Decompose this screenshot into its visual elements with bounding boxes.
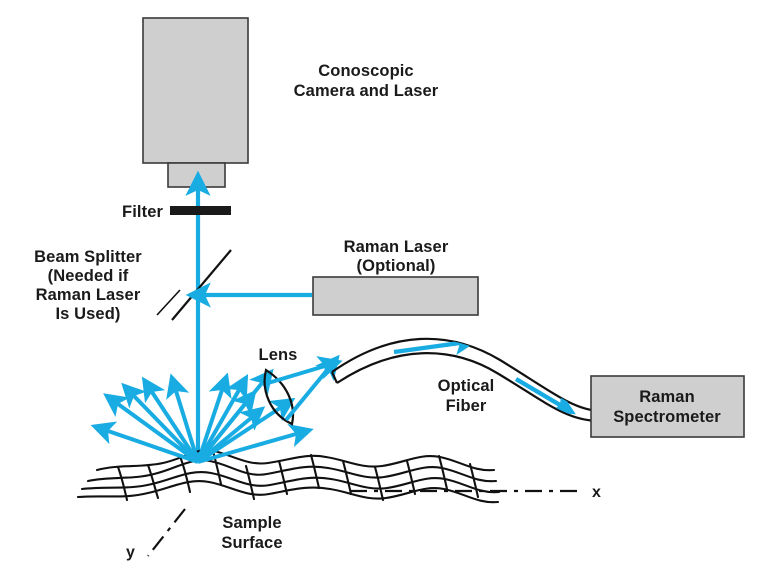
- lens-label: Lens: [259, 346, 298, 364]
- raman-laser-label-2: (Optional): [357, 257, 436, 275]
- scatter-ray: [196, 397, 296, 464]
- scatter-ray: [103, 393, 200, 464]
- filter-label: Filter: [122, 203, 163, 221]
- beam-splitter-label-1: Beam Splitter: [34, 248, 142, 266]
- conoscopic-camera-label-2: Camera and Laser: [294, 82, 439, 100]
- scatter-ray: [90, 421, 199, 464]
- lens-output-beams: [267, 354, 343, 422]
- fiber-ray: [514, 377, 576, 415]
- conoscopic-camera-snout[interactable]: [167, 162, 226, 188]
- beam-splitter-leader: [156, 289, 181, 316]
- fiber-ray: [393, 338, 479, 356]
- beam-splitter-label-4: Is Used): [56, 305, 121, 323]
- filter-bar[interactable]: [170, 206, 231, 215]
- raman-spectrometer-label-1: Raman: [639, 388, 695, 406]
- conoscopic-camera-label: Conoscopic: [318, 62, 413, 80]
- raman-laser-box[interactable]: [312, 276, 479, 316]
- raman-spectrometer-box[interactable]: [590, 375, 745, 438]
- optical-fiber-label-2: Fiber: [446, 397, 487, 415]
- lens-ray: [284, 354, 340, 422]
- scattered-beams: [90, 368, 314, 464]
- raman-laser-label-1: Raman Laser: [344, 238, 449, 256]
- lens[interactable]: [263, 368, 294, 426]
- sample-surface: [76, 449, 501, 504]
- scatter-ray: [166, 373, 200, 463]
- fiber-beams: [393, 338, 576, 415]
- scatter-ray: [196, 368, 274, 464]
- sample-surface-label-2: Surface: [221, 534, 282, 552]
- axis-y-label: y: [126, 544, 135, 561]
- scatter-ray: [197, 424, 314, 464]
- scatter-ray: [121, 382, 200, 464]
- axis-x-label: x: [592, 484, 601, 501]
- optical-fiber-label-1: Optical: [438, 377, 495, 395]
- raman-spectrometer-label-2: Spectrometer: [613, 408, 721, 426]
- conoscopic-camera-group[interactable]: [142, 17, 249, 188]
- beam-splitter-label-3: Raman Laser: [36, 286, 141, 304]
- conoscopic-camera-body[interactable]: [142, 17, 249, 164]
- sample-surface-label-1: Sample: [222, 514, 281, 532]
- beam-splitter-line[interactable]: [171, 249, 232, 321]
- scatter-ray: [141, 376, 200, 464]
- scatter-ray: [196, 372, 232, 463]
- axis-y-line: [147, 508, 186, 557]
- beam-splitter-label-2: (Needed if: [48, 267, 129, 285]
